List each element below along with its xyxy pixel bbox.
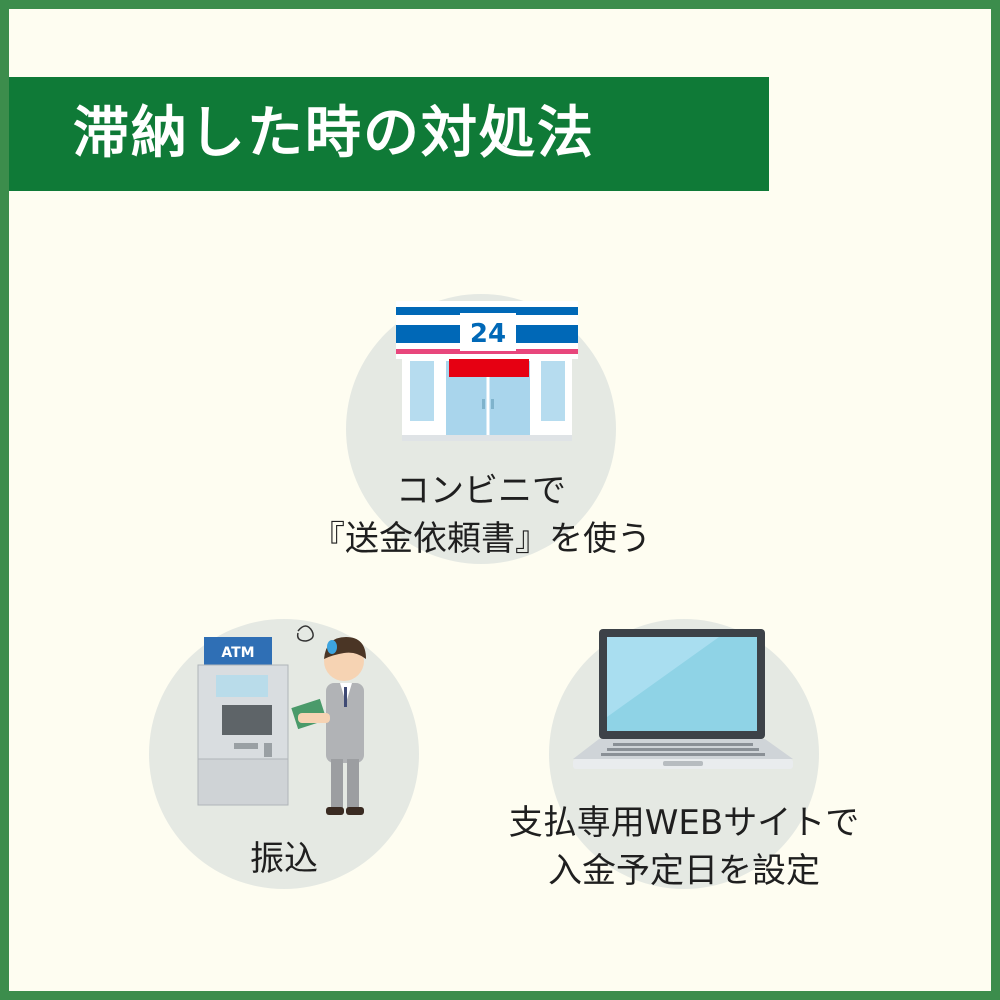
store-sign-text: 24 <box>470 319 506 349</box>
page-title: 滞納した時の対処法 <box>73 101 595 166</box>
store-item-label: コンビニで 『送金依頼書』を使う <box>281 467 681 563</box>
title-banner: 滞納した時の対処法 <box>9 77 769 191</box>
web-item-line2: 入金予定日を設定 <box>548 851 820 891</box>
atm-item-line1: 振込 <box>250 839 318 879</box>
atm-item-label: 振込 <box>184 835 384 883</box>
web-item-label: 支払専用WEBサイトで 入金予定日を設定 <box>479 799 889 895</box>
store-item-line2: 『送金依頼書』を使う <box>311 519 651 559</box>
laptop-icon <box>573 629 793 769</box>
convenience-store-icon: 24 <box>396 301 578 441</box>
store-item-line1: コンビニで <box>396 471 566 511</box>
atm-person-icon: ATM <box>197 625 366 815</box>
web-item-line1: 支払専用WEBサイトで <box>508 803 860 843</box>
atm-sign-text: ATM <box>221 645 254 661</box>
